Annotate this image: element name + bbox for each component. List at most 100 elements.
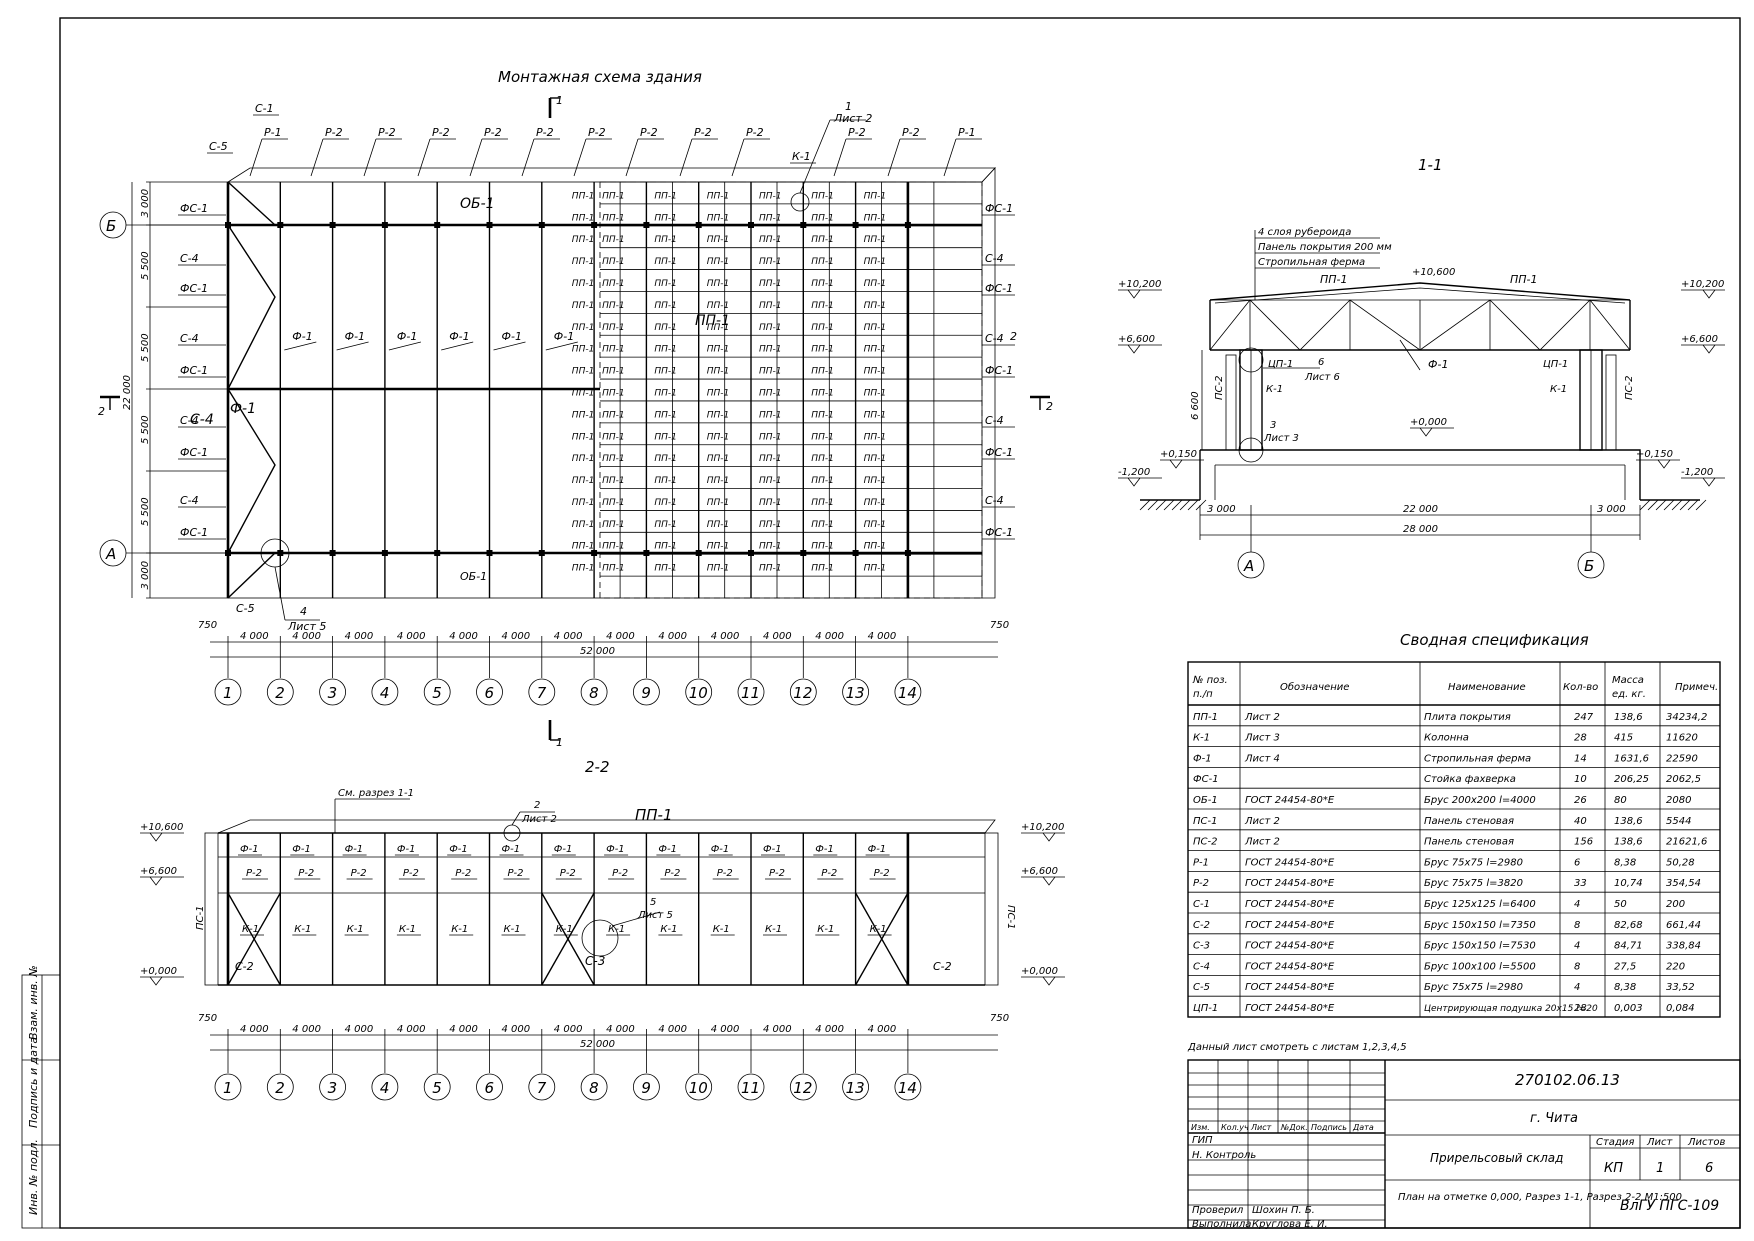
bay-dim: 4 000 <box>763 631 792 642</box>
right-label: С-4 <box>985 252 1004 265</box>
axis-number: 14 <box>898 684 917 702</box>
panel-label: ПП-1 <box>864 257 887 267</box>
stamp-role: Н. Контроль <box>1192 1150 1256 1161</box>
elev-right-mid: +6,600 <box>1681 334 1718 345</box>
sec22-f: Ф-1 <box>763 844 782 855</box>
panel-label: ПП-1 <box>759 323 782 333</box>
spec-cell: Брус 150х150 l=7350 <box>1424 920 1536 931</box>
bay-dim: 4 000 <box>502 631 531 642</box>
panel-label: ПП-1 <box>759 454 782 464</box>
sec22-r: Р-2 <box>821 868 837 879</box>
spec-cell: ОБ-1 <box>1193 795 1218 806</box>
left-label: С-4 <box>180 494 199 507</box>
axis-number: 5 <box>432 684 442 702</box>
top-label: К-1 <box>792 150 811 163</box>
spec-cell: 14 <box>1574 753 1587 764</box>
panel-label: ПП-1 <box>654 235 677 245</box>
panel-label: ПП-1 <box>811 213 834 223</box>
spec-cell: Стойка фахверка <box>1424 774 1516 785</box>
axis-b-plan: Б <box>106 217 116 235</box>
sec11-pp-right: ПП-1 <box>1510 273 1538 286</box>
panel-label: ПП-1 <box>654 257 677 267</box>
truss-label: Ф-1 <box>502 330 522 343</box>
spec-cell: Р-1 <box>1193 857 1209 868</box>
right-num: 2 <box>1010 330 1017 343</box>
sec22-r: Р-2 <box>298 868 314 879</box>
spec-header: Масса <box>1612 675 1644 686</box>
panel-label: ПП-1 <box>759 564 782 574</box>
sec22-c5-num: 5 <box>650 897 656 908</box>
spec-cell: ГОСТ 24454-80*Е <box>1245 920 1335 931</box>
sec11-dim-total: 28 000 <box>1403 524 1438 535</box>
panel-label: ПП-1 <box>864 213 887 223</box>
panel-label: ПП-1 <box>864 564 887 574</box>
vertical-dim: 5 500 <box>140 497 151 526</box>
spec-cell: Брус 100х100 l=5500 <box>1424 961 1536 972</box>
spec-cell: 82,68 <box>1614 920 1643 931</box>
bay-dim: 4 000 <box>449 1024 478 1035</box>
spec-cell: С-1 <box>1193 899 1210 910</box>
sec22-r: Р-2 <box>351 868 367 879</box>
top-label: Р-2 <box>432 126 450 139</box>
panel-label: ПП-1 <box>759 367 782 377</box>
panel-label: ПП-1 <box>864 520 887 530</box>
stamp-name: Шохин П. Б. <box>1252 1205 1315 1216</box>
spec-cell: Р-2 <box>1193 878 1209 889</box>
panel-label: ПП-1 <box>811 279 834 289</box>
panel-label: ПП-1 <box>864 432 887 442</box>
callout-bottom-num: 4 <box>300 605 307 618</box>
panel-label: ПП-1 <box>759 476 782 486</box>
top-label: Р-2 <box>640 126 658 139</box>
sec11-cp-left: ЦП-1 <box>1268 359 1293 370</box>
axis-number: 9 <box>641 1079 651 1097</box>
axis-number: 5 <box>432 1079 442 1097</box>
spec-cell: 26 <box>1574 795 1587 806</box>
spec-cell: ГОСТ 24454-80*Е <box>1245 857 1335 868</box>
sec11-ridge: +10,600 <box>1412 267 1455 278</box>
panel-label: ПП-1 <box>572 279 595 289</box>
panel-label: ПП-1 <box>602 323 625 333</box>
spec-header: Кол-во <box>1563 682 1598 693</box>
stamp-sheet: 1 <box>1656 1161 1664 1176</box>
sec22-f: Ф-1 <box>815 844 834 855</box>
spec-header: п./п <box>1193 689 1213 700</box>
side-label-3: Инв. № подл. <box>27 1139 40 1215</box>
bay-dim: 4 000 <box>345 631 374 642</box>
spec-cell: Лист 3 <box>1244 733 1280 744</box>
spec-cell: Панель стеновая <box>1424 816 1514 827</box>
axis-a-plan: А <box>105 545 116 563</box>
sec22-r: Р-2 <box>246 868 262 879</box>
sec22-c3: С-3 <box>585 954 605 968</box>
sec22-elev-zero-right: +0,000 <box>1021 966 1058 977</box>
spec-cell: 4 <box>1574 982 1580 993</box>
sec22-r: Р-2 <box>874 868 890 879</box>
sec22-r: Р-2 <box>717 868 733 879</box>
spec-cell: 138,6 <box>1614 712 1643 723</box>
bay-dim: 4 000 <box>815 1024 844 1035</box>
panel-label: ПП-1 <box>811 564 834 574</box>
panel-label: ПП-1 <box>572 191 595 201</box>
spec-cell: ГОСТ 24454-80*Е <box>1245 878 1335 889</box>
sec11-c3-sheet: Лист 3 <box>1263 433 1299 444</box>
panel-label: ПП-1 <box>707 388 730 398</box>
sec22-k: К-1 <box>451 924 468 935</box>
panel-label: ПП-1 <box>811 454 834 464</box>
sec22-f: Ф-1 <box>606 844 625 855</box>
left-label: С-4 <box>180 414 199 427</box>
bay-dim: 4 000 <box>397 1024 426 1035</box>
sec11-truss: Ф-1 <box>1428 358 1448 371</box>
panel-label: ПП-1 <box>602 345 625 355</box>
right-label: С-4 <box>985 332 1004 345</box>
panel-label: ПП-1 <box>602 520 625 530</box>
bay-dim: 4 000 <box>606 631 635 642</box>
spec-cell: 6 <box>1574 857 1580 868</box>
panel-label: ПП-1 <box>602 235 625 245</box>
panel-label: ПП-1 <box>654 279 677 289</box>
panel-label: ПП-1 <box>572 213 595 223</box>
left-label: ФС-1 <box>180 202 208 215</box>
sec22-k: К-1 <box>294 924 311 935</box>
panel-label: ПП-1 <box>572 388 595 398</box>
sec22-r: Р-2 <box>664 868 680 879</box>
sec22-f: Ф-1 <box>554 844 573 855</box>
spec-cell: 8,38 <box>1614 857 1636 868</box>
